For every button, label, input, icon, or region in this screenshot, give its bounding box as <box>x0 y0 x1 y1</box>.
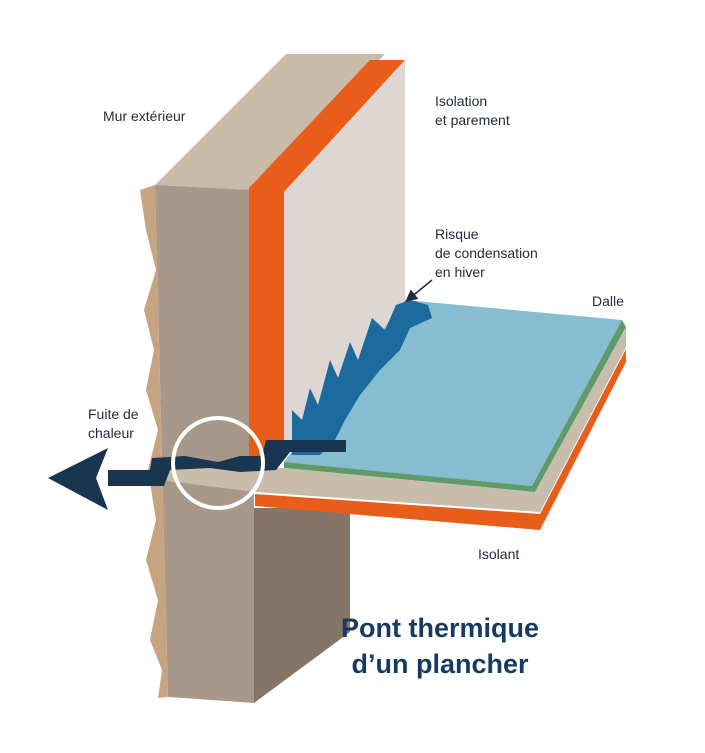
label-condensation-line2: de condensation <box>435 245 538 261</box>
heat-leak-path <box>108 440 346 486</box>
label-condensation-line3: en hiver <box>435 264 485 280</box>
slab-top <box>284 300 622 486</box>
heat-leak-arrow-head <box>48 448 108 510</box>
condensation-stain <box>292 300 432 455</box>
label-heat-leak-line2: chaleur <box>88 425 134 441</box>
wall-top-face <box>155 54 385 190</box>
highlight-circle <box>171 416 265 510</box>
label-slab: Dalle <box>592 293 624 309</box>
label-insulation-line1: Isolation <box>435 93 488 109</box>
label-condensation-line1: Risque <box>435 226 479 242</box>
facing-panel <box>284 60 405 460</box>
label-insulant: Isolant <box>478 546 520 562</box>
insulation-vertical <box>249 60 405 470</box>
wall-lower-side <box>254 508 350 703</box>
title-line2: d’un plancher <box>351 649 529 679</box>
label-insulation-line2: et parement <box>435 112 510 128</box>
wall-front-face <box>155 185 254 703</box>
title-line1: Pont thermique <box>340 613 539 643</box>
wall-rough-edge <box>140 185 168 698</box>
condensation-pointer <box>405 279 433 302</box>
label-exterior-wall: Mur extérieur <box>103 108 186 124</box>
label-heat-leak-line1: Fuite de <box>88 406 139 422</box>
